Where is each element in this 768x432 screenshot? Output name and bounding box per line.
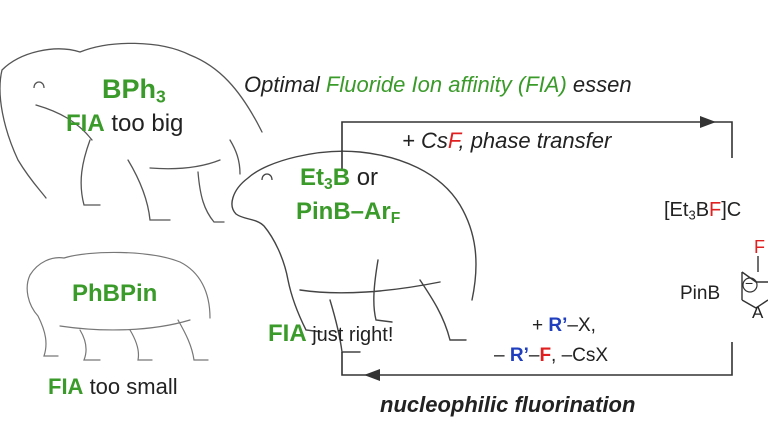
borate-fluorine: F: [754, 237, 765, 257]
small-bear-reagent: PhBPin: [72, 282, 157, 306]
borate-charge: −: [745, 275, 754, 291]
small-bear-fia: FIA too small: [48, 376, 178, 398]
big-bear-fia-text: too big: [104, 110, 184, 137]
mid-bear-fia: FIA just right!: [268, 322, 393, 346]
cycle-caption: nucleophilic fluorination: [380, 392, 636, 417]
small-bear-reagent-text: PhBPin: [72, 280, 158, 307]
cycle-top-conditions: + CsF, phase transfer: [402, 130, 611, 152]
big-bear-fia-label: FIA: [66, 110, 105, 137]
cycle-bottom-line1-plus: +: [532, 315, 549, 336]
mid-bear-fia-label: FIA: [268, 320, 307, 347]
small-bear-fia-label: FIA: [48, 374, 84, 399]
small-bear-outline: [26, 251, 211, 361]
cycle-bottom-line2-r: R’: [509, 345, 529, 366]
cycle-bottom-line1-end: –X,: [567, 315, 596, 336]
mid-bear-fia-text: just right!: [306, 324, 394, 346]
mid-bear-line1-main: Et: [300, 164, 324, 191]
cycle-bottom-line2-end: , –CsX: [551, 345, 609, 366]
cycle-product-b: B: [695, 199, 710, 221]
cycle-top-plus: + Cs: [402, 128, 448, 153]
header-text: Optimal Fluoride Ion affinity (FIA) esse…: [244, 74, 632, 96]
mid-bear-line1: Et3B or: [300, 164, 379, 193]
cycle-product-open: [Et: [664, 199, 689, 221]
mid-bear-line2-main: PinB–Ar: [296, 198, 391, 225]
cycle-top-f: F: [447, 128, 459, 153]
cycle-product-sub: 3: [688, 207, 696, 223]
big-bear-fia: FIA too big: [66, 112, 183, 136]
big-bear-reagent: BPh3: [102, 76, 166, 106]
header-highlight: Fluoride Ion affinity (FIA): [325, 72, 567, 97]
cycle-product: [Et3BF]C: [664, 200, 741, 221]
big-bear-outline: [0, 42, 263, 223]
cycle-bottom-line1: + R’–X,: [532, 316, 596, 335]
mid-bear-outline: [231, 150, 477, 353]
cycle-bottom-line2-f: F: [539, 345, 552, 366]
mid-bear-line1-or: or: [350, 164, 379, 191]
bottom-arrow-line: [341, 342, 733, 376]
cycle-bottom-line1-r: R’: [548, 315, 568, 336]
negative-charge-circle: [742, 277, 758, 293]
borate-aryl: A: [752, 303, 764, 322]
mid-bear-line1-end: B: [332, 164, 351, 191]
mid-bear-line1-sub: 3: [324, 175, 333, 193]
borate-pinb: PinB: [680, 283, 721, 304]
big-bear-reagent-main: BPh: [102, 74, 156, 104]
mid-bear-line2-sub: F: [390, 209, 401, 227]
mid-bear-line2: PinB–ArF: [296, 198, 401, 227]
cycle-bottom-line2-minus: –: [494, 345, 510, 366]
big-bear-ear: [33, 81, 45, 89]
small-bear-fia-text: too small: [83, 374, 178, 399]
bottom-arrow-head: [364, 369, 380, 381]
big-bear-reagent-sub: 3: [156, 86, 166, 107]
top-arrow-line: [341, 121, 733, 170]
top-arrow-head: [700, 116, 716, 128]
cycle-product-close: ]C: [721, 199, 742, 221]
cycle-bottom-line2: – R’–F, –CsX: [494, 346, 608, 365]
mid-bear-ear: [261, 173, 273, 181]
header-prefix: Optimal: [244, 72, 326, 97]
cycle-product-f: F: [709, 199, 722, 221]
cycle-bottom-line2-dash: –: [528, 345, 540, 366]
cycle-top-rest: , phase transfer: [458, 128, 612, 153]
header-suffix: essen: [566, 72, 632, 97]
